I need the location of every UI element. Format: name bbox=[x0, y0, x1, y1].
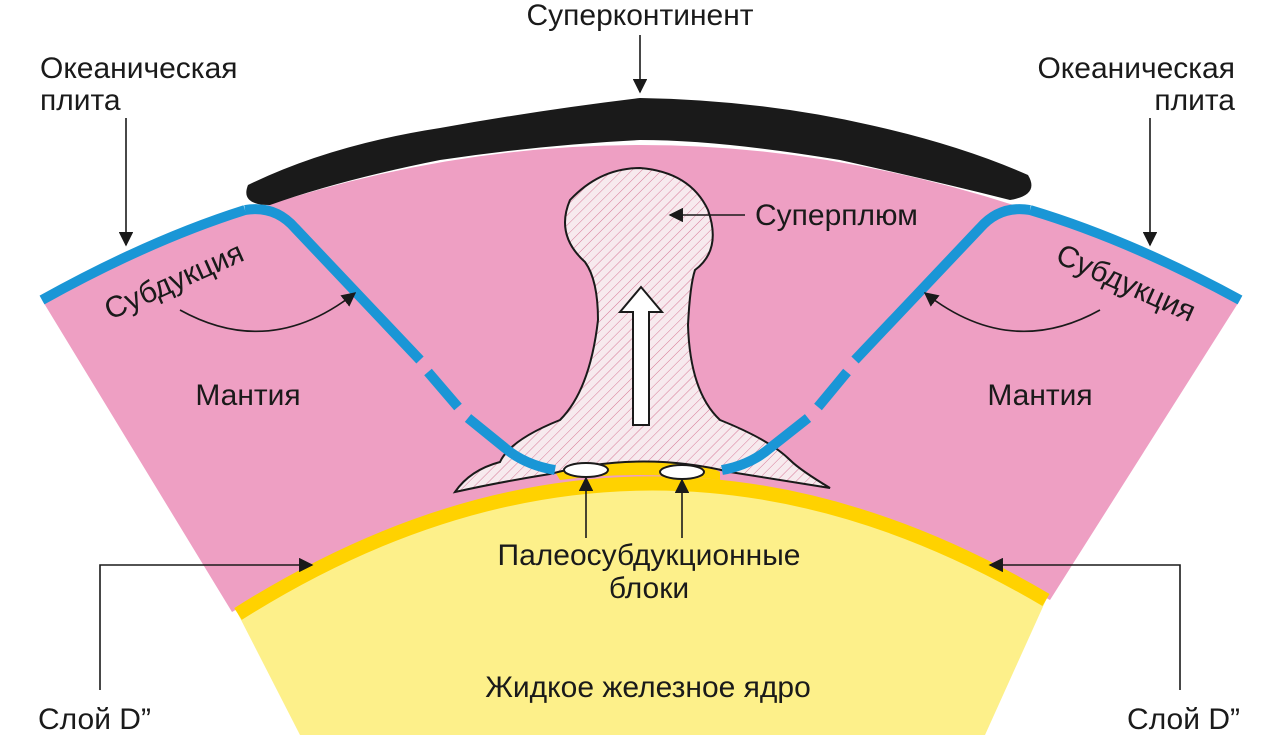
subducting-slab-left bbox=[244, 204, 424, 364]
layer-left-arrow bbox=[99, 557, 314, 690]
paleo-blocks-label-line1: Палеосубдукционные bbox=[498, 539, 801, 572]
supercontinent-crust bbox=[246, 98, 1032, 205]
subducting-slab-left-dash1 bbox=[424, 368, 462, 411]
mantle-left-label: Мантия bbox=[195, 379, 300, 412]
oceanic-plate-left-label-line2: плита bbox=[40, 84, 121, 117]
subducting-slab-right-dash1 bbox=[814, 368, 851, 411]
subducting-slab-left-dash2 bbox=[464, 414, 556, 475]
layer-right-arrow bbox=[988, 557, 1181, 690]
plume-rising-arrow bbox=[617, 285, 665, 426]
d-layer bbox=[234, 476, 1050, 620]
layer-left-label: Слой D” bbox=[38, 703, 151, 736]
oceanic-plate-right-label-line2: плита bbox=[1154, 84, 1235, 117]
mantle-right-label: Мантия bbox=[987, 379, 1092, 412]
core-label: Жидкое железное ядро bbox=[485, 671, 811, 704]
oceanic-plate-right bbox=[1028, 205, 1243, 305]
oceanic-plate-left bbox=[39, 205, 247, 305]
subducting-slab-right-dash2 bbox=[721, 414, 812, 475]
subducting-slab-right bbox=[851, 204, 1031, 364]
subduction-right-arrow bbox=[923, 292, 1101, 333]
core-region bbox=[238, 483, 1046, 735]
supercontinent-label: Суперконтинент bbox=[526, 0, 753, 32]
oceanic-plate-right-label-line1: Океаническая bbox=[1037, 52, 1235, 85]
layer-right-label: Слой D” bbox=[1127, 703, 1240, 736]
superplume-label: Суперплюм bbox=[755, 199, 918, 232]
subduction-left-arrow bbox=[179, 292, 357, 333]
paleo-block-right bbox=[659, 464, 705, 480]
paleo-blocks-label-line2: блоки bbox=[609, 572, 689, 605]
oceanic-plate-left-label-line1: Океаническая bbox=[40, 52, 238, 85]
paleo-block-left bbox=[563, 462, 609, 478]
